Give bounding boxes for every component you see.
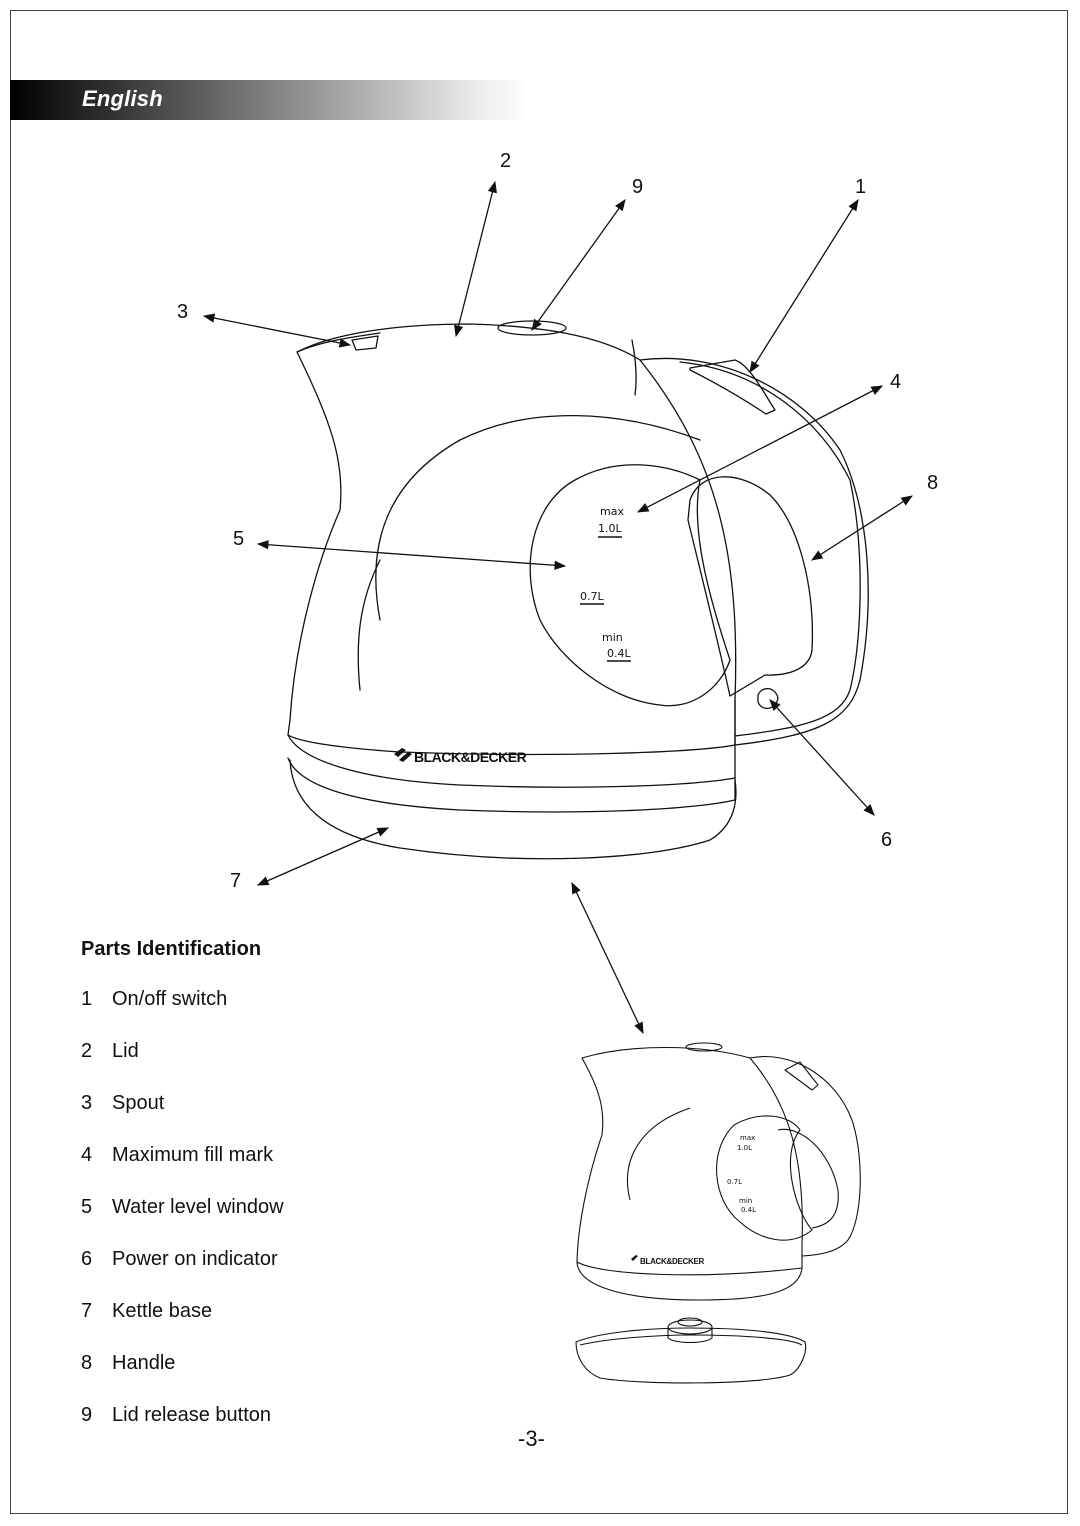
- gauge-max-volume: 1.0L: [598, 522, 622, 535]
- base-outline: [289, 759, 737, 860]
- arrow-4: [636, 385, 884, 513]
- water-window: [529, 464, 731, 707]
- callout-9: 9: [632, 176, 644, 198]
- small-kettle: [576, 1042, 861, 1301]
- arrow-9: [531, 199, 626, 331]
- arrow-lid-off: [571, 881, 644, 1035]
- page-number: -3-: [518, 1426, 545, 1451]
- language-banner: [10, 80, 530, 120]
- arrow-1: [749, 199, 859, 373]
- brand-logo: BLACK&DECKER: [394, 748, 527, 765]
- part-label: On/off switch: [112, 988, 228, 1010]
- part-label: Handle: [112, 1352, 176, 1374]
- base-band-bottom: [287, 757, 736, 813]
- gauge-min-volume: 0.4L: [607, 647, 631, 660]
- detached-lid: [575, 1317, 807, 1384]
- gauge-mid-volume: 0.7L: [580, 590, 604, 603]
- part-label: Water level window: [112, 1196, 284, 1218]
- callout-1: 1: [855, 176, 867, 198]
- page-frame: [10, 10, 1068, 1514]
- callout-7: 7: [230, 870, 242, 892]
- handle-grip: [687, 476, 814, 697]
- language-label: English: [82, 86, 163, 111]
- gauge-min-label: min: [602, 631, 623, 644]
- callout-5: 5: [233, 528, 245, 550]
- svg-text:BLACK&DECKER: BLACK&DECKER: [640, 1257, 704, 1266]
- svg-text:BLACK&DECKER: BLACK&DECKER: [414, 749, 527, 765]
- arrow-7: [256, 827, 390, 886]
- small-gauge-min: min: [739, 1197, 752, 1205]
- callout-4: 4: [890, 371, 902, 393]
- callout-8: 8: [927, 472, 939, 494]
- small-gauge-10: 1.0L: [737, 1144, 752, 1152]
- parts-title: Parts Identification: [81, 938, 262, 960]
- part-label: Lid: [112, 1040, 139, 1062]
- base-band-top: [287, 734, 736, 788]
- callout-3: 3: [177, 301, 189, 323]
- arrow-8: [811, 495, 913, 561]
- gauge-max-label: max: [600, 505, 624, 518]
- handle-outer: [639, 357, 869, 746]
- small-gauge-max: max: [740, 1134, 755, 1142]
- callout-2: 2: [500, 150, 512, 172]
- arrow-3: [202, 313, 352, 348]
- part-label: Spout: [112, 1092, 165, 1114]
- kettle-body-outline: [287, 323, 737, 756]
- part-label: Lid release button: [112, 1404, 272, 1426]
- part-label: Power on indicator: [112, 1248, 278, 1270]
- arrow-5: [256, 540, 567, 570]
- part-label: Kettle base: [112, 1300, 213, 1322]
- part-label: Maximum fill mark: [112, 1144, 274, 1166]
- callout-6: 6: [881, 829, 893, 851]
- power-indicator-shape: [757, 687, 779, 709]
- small-brand-logo: BLACK&DECKER: [631, 1255, 705, 1266]
- small-gauge-07: 0.7L: [727, 1178, 742, 1186]
- arrow-6: [769, 699, 875, 816]
- small-gauge-04: 0.4L: [741, 1206, 756, 1214]
- arrow-2: [454, 180, 497, 338]
